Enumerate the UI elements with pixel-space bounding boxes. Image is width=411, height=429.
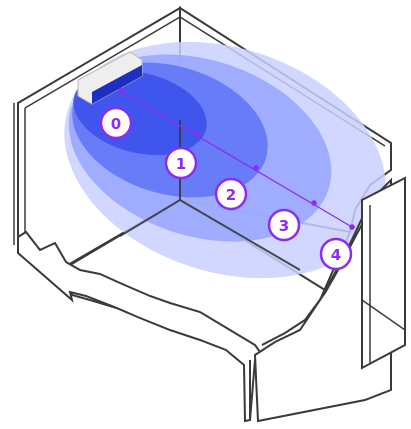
floor-corner-right-over bbox=[179, 199, 301, 271]
measurement-point-0 bbox=[118, 88, 124, 94]
badge-label-2: 2 bbox=[226, 186, 236, 204]
distance-badge-0: 0 bbox=[99, 106, 133, 140]
measurement-point-1 bbox=[195, 131, 201, 137]
unit-vent bbox=[92, 65, 142, 104]
distance-badge-2: 2 bbox=[214, 177, 248, 211]
measurement-point-2 bbox=[253, 165, 259, 171]
badge-label-1: 1 bbox=[176, 155, 186, 173]
doorway bbox=[361, 176, 406, 370]
badge-label-0: 0 bbox=[111, 115, 121, 133]
distance-badge-1: 1 bbox=[164, 146, 198, 180]
top-wall-edge-2 bbox=[24, 16, 181, 109]
doorway-floor-edge bbox=[361, 299, 406, 331]
distance-badge-3: 3 bbox=[267, 208, 301, 242]
distance-badge-4: 4 bbox=[319, 237, 353, 271]
measurement-point-3 bbox=[311, 200, 317, 206]
wall-mounted-unit bbox=[77, 51, 143, 105]
badge-label-4: 4 bbox=[331, 246, 341, 264]
badge-label-3: 3 bbox=[279, 217, 289, 235]
floor-corner-left-over bbox=[119, 199, 181, 237]
measurement-point-4 bbox=[349, 224, 355, 230]
